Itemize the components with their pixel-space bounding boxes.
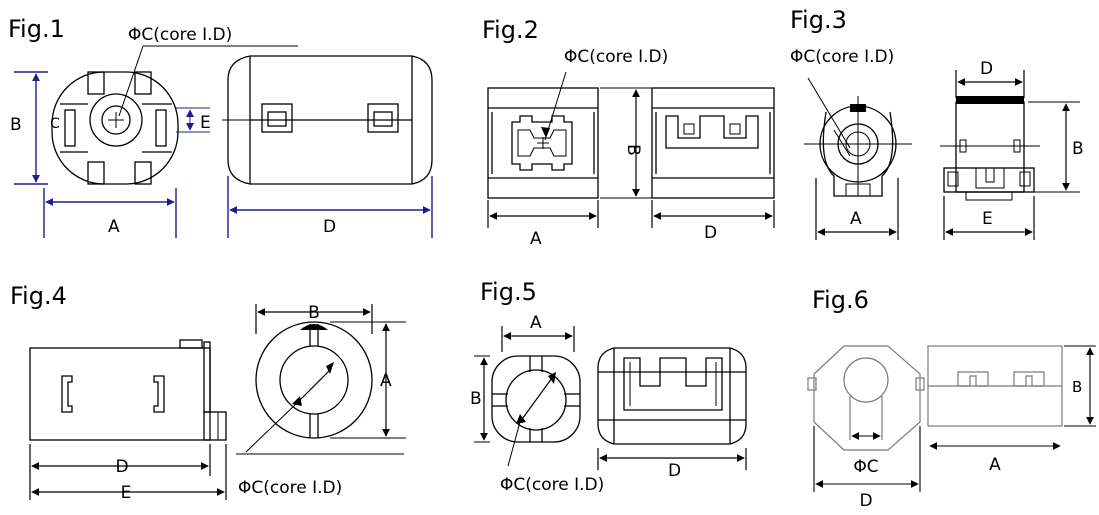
figure-1-dimensions: [14, 71, 433, 238]
figure-4: Fig.4: [10, 282, 406, 503]
figure-2: Fig.2 ΦC(core I.D): [482, 16, 775, 249]
figure-1-title: Fig.1: [8, 15, 65, 43]
figure-1-dim-b-label: B: [10, 115, 22, 135]
figure-6-dimensions: [813, 345, 1096, 492]
figure-3-dim-b-label: B: [1072, 139, 1084, 159]
figure-5-dimensions: [474, 326, 747, 470]
figure-1-dim-d-label: D: [323, 217, 336, 237]
figure-1-dim-e-label: E: [200, 113, 211, 133]
figure-5-core-id-label: ΦC(core I.D): [500, 475, 604, 495]
figure-2-side-view: [651, 87, 775, 199]
figure-3-dimensions: [815, 70, 1080, 240]
figure-5-dim-d-label: D: [668, 461, 681, 481]
figure-4-dim-d-label: D: [115, 457, 128, 477]
figure-1: Fig.1 ΦC(core I.D): [8, 15, 433, 238]
figure-3-end-view: [804, 77, 912, 197]
figure-6-end-view: [807, 345, 925, 451]
figure-6: Fig.6 ΦC D A B: [807, 286, 1096, 511]
figure-2-dimensions: [487, 87, 775, 228]
figure-3-core-id-label: ΦC(core I.D): [790, 47, 894, 67]
figure-5-title: Fig.5: [480, 278, 537, 306]
figure-6-dim-d-label: D: [859, 491, 872, 510]
figure-4-dim-e-label: E: [121, 483, 132, 503]
figure-2-dim-d-label: D: [704, 223, 717, 243]
figure-1-end-view: [51, 45, 298, 185]
figure-2-title: Fig.2: [482, 16, 539, 44]
figure-3-dim-d-label: D: [980, 59, 993, 79]
figure-6-dim-b-label: B: [1072, 378, 1082, 396]
figure-5-end-view: [491, 355, 581, 467]
figure-3-title: Fig.3: [790, 6, 847, 34]
figure-3: Fig.3 ΦC(core I.D): [790, 6, 1084, 240]
figure-4-end-view: [236, 321, 404, 455]
figure-3-side-view: [940, 96, 1040, 201]
figure-2-dim-a-label: A: [530, 229, 542, 249]
figure-6-side-view: [927, 345, 1063, 427]
figure-2-end-view: [487, 71, 599, 199]
figure-3-dim-a-label: A: [850, 209, 862, 229]
figure-4-side-view: [29, 339, 227, 441]
figure-1-core-id-label: ΦC(core I.D): [128, 25, 232, 45]
figure-1-side-mark-label: C: [50, 116, 60, 132]
figure-3-dim-e-label: E: [982, 209, 993, 229]
figure-5-side-view: [597, 347, 747, 445]
figure-5-dim-b-label: B: [470, 389, 482, 409]
figure-5: Fig.5: [470, 278, 747, 495]
figure-5-dim-a-label: A: [530, 313, 542, 333]
figure-4-dimensions: [29, 304, 406, 500]
figure-4-title: Fig.4: [10, 282, 67, 310]
figure-2-core-id-label: ΦC(core I.D): [564, 47, 668, 67]
figure-4-dim-a-label: A: [380, 371, 392, 391]
figure-1-dim-a-label: A: [108, 217, 120, 237]
figure-4-core-id-label: ΦC(core I.D): [238, 478, 342, 498]
figure-4-dim-b-label: B: [308, 303, 320, 323]
figure-6-title: Fig.6: [812, 286, 869, 314]
figure-6-dim-c-label: ΦC: [853, 457, 878, 477]
figure-2-dim-b-label: B: [623, 144, 643, 156]
figure-6-dim-a-label: A: [989, 455, 1001, 475]
figure-1-side-view: [227, 55, 433, 185]
